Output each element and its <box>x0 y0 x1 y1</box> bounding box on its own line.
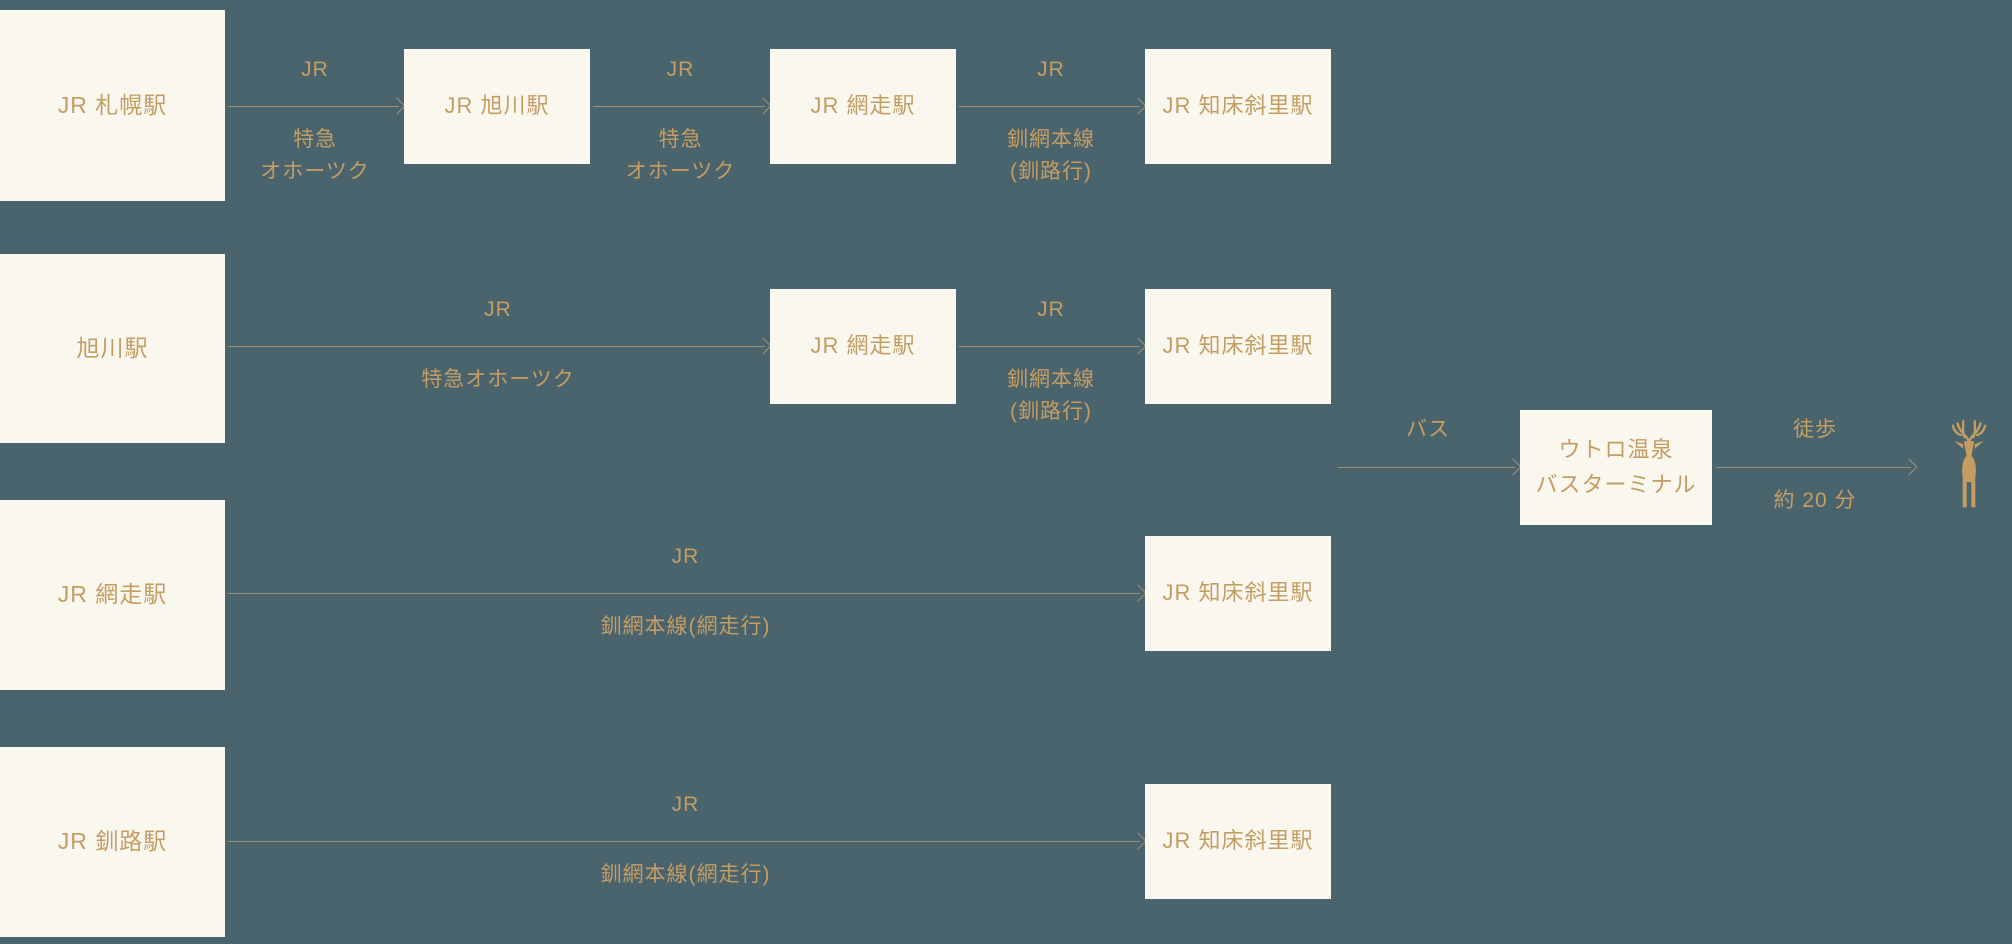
segment-operator-label: JR <box>484 298 512 321</box>
route-line <box>959 106 1140 107</box>
station-box-r1-asahikawa: JR 旭川駅 <box>404 49 590 164</box>
station-box-jr-kushiro: JR 釧路駅 <box>0 747 225 937</box>
route-line <box>1716 467 1911 468</box>
segment-operator-label: JR <box>1037 58 1065 81</box>
route-line <box>228 106 399 107</box>
arrowhead-icon <box>1129 584 1147 602</box>
station-box-r2-shiretokoshari: JR 知床斜里駅 <box>1145 289 1331 404</box>
segment-walk-duration-label: 約 20 分 <box>1773 489 1857 512</box>
arrowhead-icon <box>754 97 772 115</box>
route-segment-r1-s1: JR 特急 オホーツク <box>228 36 406 183</box>
segment-operator-label: JR <box>666 58 695 81</box>
station-box-jr-sapporo: JR 札幌駅 <box>0 10 225 201</box>
segment-bus-label: バス <box>1406 418 1450 441</box>
segment-train-label: 釧網本線 (釧路行) <box>1007 128 1095 183</box>
route-line <box>959 346 1140 347</box>
arrowhead-icon <box>1900 458 1918 476</box>
arrowhead-icon <box>388 97 406 115</box>
arrowhead-icon <box>1129 97 1147 115</box>
route-line <box>593 106 765 107</box>
segment-train-label: 特急 オホーツク <box>260 128 370 183</box>
route-segment-r3-s1: JR 釧網本線(網走行) <box>228 523 1147 663</box>
deer-icon <box>1945 420 1993 512</box>
route-segment-r4-s1: JR 釧網本線(網走行) <box>228 771 1147 911</box>
route-segment-r1-s3: JR 釧網本線 (釧路行) <box>959 36 1147 183</box>
segment-operator-label: JR <box>1037 298 1065 321</box>
route-line <box>228 841 1140 842</box>
arrowhead-icon <box>1129 832 1147 850</box>
station-box-jr-abashiri-origin: JR 網走駅 <box>0 500 225 690</box>
utoro-onsen-bus-terminal-box: ウトロ温泉 バスターミナル <box>1520 410 1712 525</box>
route-line <box>228 593 1140 594</box>
segment-train-label: 釧網本線 (釧路行) <box>1007 368 1095 423</box>
station-box-r4-shiretokoshari: JR 知床斜里駅 <box>1145 784 1331 899</box>
route-segment-r2-s1: JR 特急オホーツク <box>228 276 772 416</box>
segment-operator-label: JR <box>671 545 700 568</box>
segment-operator-label: JR <box>301 58 329 81</box>
arrowhead-icon <box>1504 458 1522 476</box>
segment-train-label: 特急オホーツク <box>421 368 575 391</box>
station-box-r2-abashiri: JR 網走駅 <box>770 289 956 404</box>
segment-train-label: 釧網本線(網走行) <box>600 863 771 886</box>
segment-train-label: 特急 オホーツク <box>625 128 736 183</box>
route-segment-r1-s2: JR 特急 オホーツク <box>593 36 772 183</box>
arrowhead-icon <box>1129 337 1147 355</box>
route-line <box>1338 467 1515 468</box>
segment-walk-label: 徒歩 <box>1793 418 1837 441</box>
station-box-r1-shiretokoshari: JR 知床斜里駅 <box>1145 49 1331 164</box>
arrowhead-icon <box>754 337 772 355</box>
station-box-r1-abashiri: JR 網走駅 <box>770 49 956 164</box>
segment-train-label: 釧網本線(網走行) <box>600 615 771 638</box>
station-box-asahikawa-origin: 旭川駅 <box>0 254 225 443</box>
route-segment-walk: 徒歩 約 20 分 <box>1716 397 1918 537</box>
route-line <box>228 346 765 347</box>
route-segment-bus: バス <box>1338 397 1522 537</box>
station-box-r3-shiretokoshari: JR 知床斜里駅 <box>1145 536 1331 651</box>
segment-operator-label: JR <box>671 793 700 816</box>
route-segment-r2-s2: JR 釧網本線 (釧路行) <box>959 276 1147 423</box>
